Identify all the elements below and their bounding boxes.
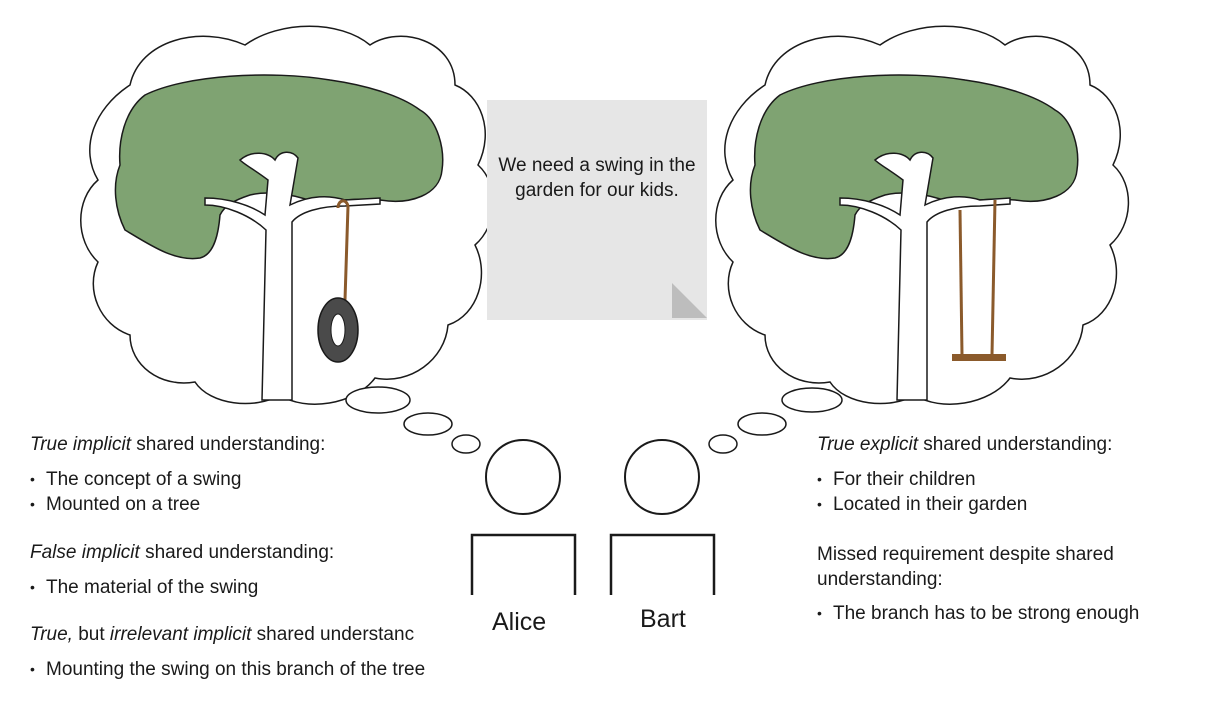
right-thought-bubble-large: [781, 387, 843, 413]
right-thought-bubble-small: [708, 434, 738, 454]
right-swing-rope-left: [958, 209, 964, 356]
left-section-1-heading: True implicit shared understanding:: [30, 433, 325, 457]
heading-rest: shared understanding:: [131, 434, 326, 455]
right-swing-rope-right: [990, 199, 997, 356]
heading-connector: but: [72, 624, 110, 645]
speech-note: [487, 100, 707, 320]
right-thought-bubble-medium: [737, 412, 787, 436]
right-section-2-heading-line1: Missed requirement despite shared: [817, 544, 1114, 565]
left-tree-trunk: [204, 151, 381, 401]
bart-body: [609, 533, 716, 595]
right-section-2-list: The branch has to be strong enough: [817, 601, 1139, 626]
left-swing-rope: [336, 199, 350, 301]
bart-name: Bart: [640, 605, 686, 633]
heading-emphasis: True,: [30, 624, 73, 645]
left-thought-bubble-medium: [403, 412, 453, 436]
list-item: The branch has to be strong enough: [817, 601, 1139, 626]
left-tire-hole: [330, 313, 346, 347]
heading-emphasis: True explicit: [817, 434, 919, 455]
heading-rest: shared understanding:: [139, 542, 335, 563]
left-section-3-list: Mounting the swing on this branch of the…: [30, 657, 425, 682]
left-section-1-list: The concept of a swing Mounted on a tree: [30, 467, 241, 517]
left-section-2-heading: False implicit shared understanding:: [30, 541, 334, 565]
heading-rest: shared understanc: [251, 624, 415, 645]
heading-emphasis: False implicit: [30, 542, 140, 563]
left-thought-bubble-large: [345, 386, 411, 414]
right-section-2-heading-line2: understanding:: [817, 569, 943, 590]
left-section-2-list: The material of the swing: [30, 575, 258, 600]
right-section-1-heading: True explicit shared understanding:: [817, 433, 1112, 457]
right-tree-trunk: [839, 151, 1011, 401]
list-item: Mounted on a tree: [30, 492, 241, 517]
note-fold-corner: [672, 283, 707, 318]
alice-name: Alice: [492, 608, 547, 636]
left-section-3-heading: True, but irrelevant implicit shared und…: [30, 623, 470, 647]
right-section-1-list: For their children Located in their gard…: [817, 467, 1027, 517]
heading-emphasis: True implicit: [30, 434, 131, 455]
list-item: The concept of a swing: [30, 467, 241, 492]
bart-head: [624, 439, 700, 515]
list-item: For their children: [817, 467, 1027, 492]
alice-body: [470, 533, 577, 595]
heading-emphasis: irrelevant implicit: [109, 624, 252, 645]
list-item: Mounting the swing on this branch of the…: [30, 657, 425, 682]
heading-rest: shared understanding:: [918, 434, 1113, 455]
speech-note-text: We need a swing in the garden for our ki…: [498, 155, 696, 201]
alice-head: [485, 439, 561, 515]
list-item: Located in their garden: [817, 492, 1027, 517]
right-swing-seat: [952, 354, 1006, 361]
list-item: The material of the swing: [30, 575, 258, 600]
left-thought-bubble-small: [451, 434, 481, 454]
